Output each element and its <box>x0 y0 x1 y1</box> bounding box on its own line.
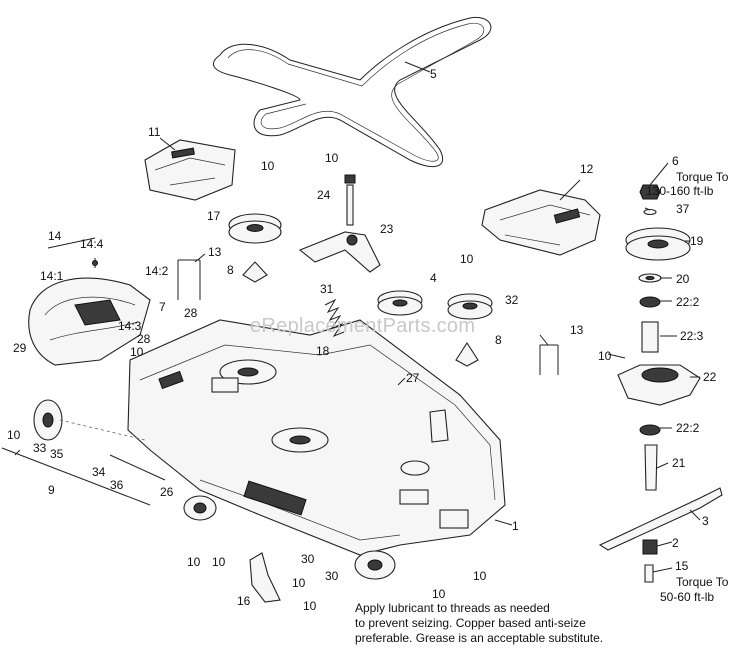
callout-32: 32 <box>505 293 519 307</box>
callout-15: 15 <box>675 559 689 573</box>
callout-10c: 10 <box>460 252 474 266</box>
callout-10j: 10 <box>303 599 317 613</box>
callout-29: 29 <box>13 341 27 355</box>
mower-blade <box>598 487 723 551</box>
callout-27: 27 <box>406 371 420 385</box>
callout-7: 7 <box>159 300 166 314</box>
spindle-housing <box>617 364 701 406</box>
callout-2: 2 <box>672 536 679 550</box>
callout-12: 12 <box>580 162 594 176</box>
callout-14-4: 14:4 <box>80 237 104 251</box>
belt-cover-left <box>144 139 236 201</box>
watermark-text: eReplacementParts.com <box>250 315 476 337</box>
callout-19: 19 <box>690 234 704 248</box>
callout-22-2b: 22:2 <box>676 421 700 435</box>
callout-23: 23 <box>380 222 394 236</box>
callout-13a: 13 <box>208 245 222 259</box>
callout-10k: 10 <box>432 587 446 601</box>
torque-spindle-line2: 130-160 ft-lb <box>646 184 714 198</box>
spindle-nut <box>639 184 661 200</box>
idler-arm <box>298 231 381 273</box>
callout-18: 18 <box>316 344 330 358</box>
callout-14-3: 14:3 <box>118 319 142 333</box>
callout-33: 33 <box>33 441 47 455</box>
callout-10h: 10 <box>212 555 226 569</box>
callout-36: 36 <box>110 478 124 492</box>
callout-8b: 8 <box>495 333 502 347</box>
callout-31: 31 <box>320 282 334 296</box>
callout-10i: 10 <box>292 576 306 590</box>
callout-30a: 30 <box>301 552 315 566</box>
callout-13b: 13 <box>570 323 584 337</box>
callout-10d: 10 <box>598 349 612 363</box>
torque-blade-line2: 50-60 ft-lb <box>660 590 715 604</box>
callout-37: 37 <box>676 202 690 216</box>
callout-8a: 8 <box>227 263 234 277</box>
torque-blade-line1: Torque To <box>676 575 729 589</box>
callout-21: 21 <box>672 456 686 470</box>
torque-spindle-line1: Torque To <box>676 170 729 184</box>
callout-3: 3 <box>702 514 709 528</box>
callout-10b: 10 <box>325 151 339 165</box>
callout-5: 5 <box>430 67 437 81</box>
callout-10l: 10 <box>473 569 487 583</box>
lubricant-note-line3: preferable. Grease is an acceptable subs… <box>355 631 604 645</box>
idler-bolt <box>346 184 354 226</box>
callout-14-1: 14:1 <box>40 269 64 283</box>
callout-22: 22 <box>703 370 717 384</box>
callout-10f: 10 <box>7 428 21 442</box>
callout-16: 16 <box>237 594 251 608</box>
callout-26: 26 <box>160 485 174 499</box>
callout-30b: 30 <box>325 569 339 583</box>
callout-9: 9 <box>48 483 55 497</box>
callout-4: 4 <box>430 271 437 285</box>
callout-34: 34 <box>92 465 106 479</box>
callout-10g: 10 <box>187 555 201 569</box>
lubricant-note-line2: to prevent seizing. Copper based anti-se… <box>355 616 586 630</box>
belt-cover-right <box>481 189 601 256</box>
callout-20: 20 <box>676 272 690 286</box>
callout-22-2a: 22:2 <box>676 295 700 309</box>
callout-17: 17 <box>207 209 221 223</box>
callout-1: 1 <box>512 519 519 533</box>
callout-14: 14 <box>48 229 62 243</box>
tension-spring <box>324 298 345 338</box>
callout-22-3: 22:3 <box>680 329 704 343</box>
callout-35: 35 <box>50 447 64 461</box>
leader-lines <box>1 61 701 573</box>
callout-6: 6 <box>672 154 679 168</box>
callout-14-2: 14:2 <box>145 264 169 278</box>
callout-24: 24 <box>317 188 331 202</box>
lubricant-note-line1: Apply lubricant to threads as needed <box>355 601 550 615</box>
callout-28b: 28 <box>137 332 151 346</box>
drive-belt <box>212 16 492 168</box>
callout-10e: 10 <box>130 345 144 359</box>
callout-28a: 28 <box>184 306 198 320</box>
spindle-shaft <box>644 444 658 491</box>
callout-10a: 10 <box>261 159 275 173</box>
callout-11: 11 <box>148 125 161 139</box>
